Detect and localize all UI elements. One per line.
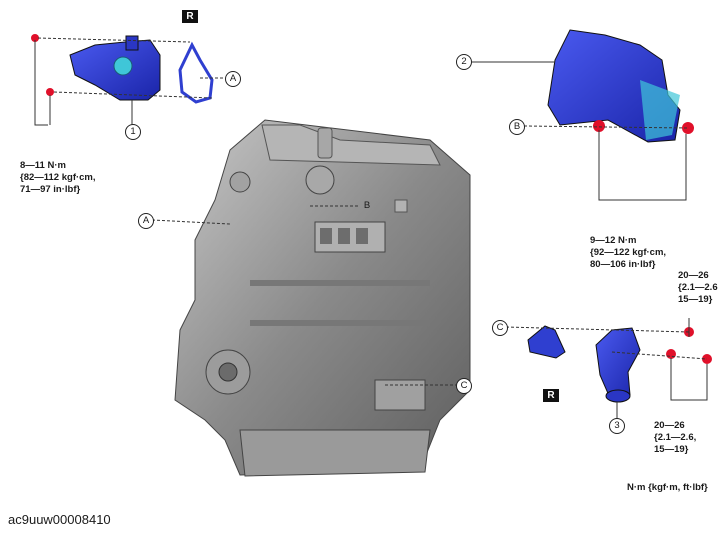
ref-b-callout-bracket: B [509,119,525,135]
units-note: N·m {kgf·m, ft·lbf} [627,482,708,493]
ref-b-callout-engine: B [360,199,374,213]
ref-b-letter: B [513,121,521,132]
torque-spec-1-line-3: 71—97 in·lbf} [20,184,81,195]
ref-c-callout-engine: C [456,378,472,394]
r-mark-lower: R [543,389,559,402]
torque-spec-2: 9—12 N·m {92—122 kgf·cm, 80—106 in·lbf} [590,235,666,271]
ref-c-callout-pump: C [492,320,508,336]
part-1-callout: 1 [125,124,141,140]
gasket-r [178,41,214,104]
torque-spec-4-line-1: 20—26 [654,420,685,431]
ref-a-letter: A [142,215,150,226]
part-2-callout: 2 [456,54,472,70]
torque-spec-2-line-3: 80—106 in·lbf} [590,259,656,270]
ref-c-letter: C [496,322,504,333]
torque-spec-1-line-1: 8—11 N·m [20,160,66,171]
torque-spec-1: 8—11 N·m {82—112 kgf·cm, 71—97 in·lbf} [20,160,96,196]
torque-spec-4-line-2: {2.1—2.6, [654,432,697,443]
part-1-number: 1 [130,126,136,137]
torque-spec-3-line-1: 20—26 [678,270,709,281]
torque-spec-3: 20—26 {2.1—2.6 15—19} [678,270,718,306]
figure-id-caption: ac9uuw00008410 [8,512,111,527]
part-3-number: 3 [614,420,620,431]
part-3-water-pump [595,327,641,403]
ref-a-callout-engine: A [138,213,154,229]
r-mark-text: R [186,11,194,22]
leader-lines [34,37,708,418]
gasket-r-lower [527,325,566,359]
ref-b-letter: B [363,200,371,211]
torque-spec-2-line-1: 9—12 N·m [590,235,637,246]
ref-a-letter: A [229,73,237,84]
part-2-number: 2 [461,56,467,67]
ref-a-callout-upper: A [225,71,241,87]
r-mark-text: R [547,390,555,401]
torque-spec-3-line-3: 15—19} [678,294,713,305]
torque-spec-3-line-2: {2.1—2.6 [678,282,718,293]
part-2-bracket [547,29,681,143]
part-1-water-outlet [69,35,161,101]
ref-c-letter: C [460,380,468,391]
torque-spec-2-line-2: {92—122 kgf·cm, [590,247,667,258]
torque-spec-4-line-3: 15—19} [654,444,689,455]
engine-block [174,119,471,477]
torque-spec-4: 20—26 {2.1—2.6, 15—19} [654,420,696,456]
r-mark-upper: R [182,10,198,23]
part-3-callout: 3 [609,418,625,434]
torque-spec-1-line-2: {82—112 kgf·cm, [20,172,96,183]
